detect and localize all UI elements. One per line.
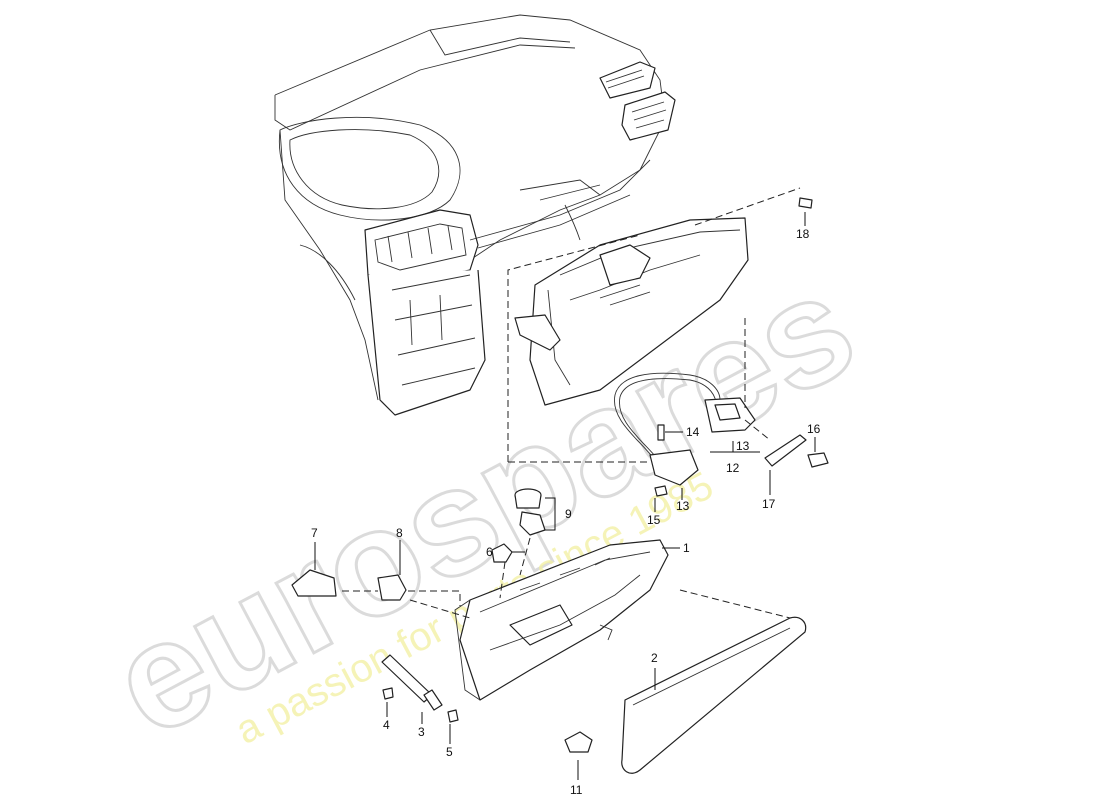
callout-2: 2 [651,651,658,665]
callout-9: 9 [565,507,572,521]
switch-cable [614,372,756,486]
callout-3: 3 [418,725,425,739]
dashboard-assembly [274,14,676,416]
callout-12: 12 [726,461,740,475]
callout-18: 18 [796,227,810,241]
upper-glovebox-housing [514,217,749,406]
callout-7: 7 [311,526,318,540]
leader-lines [314,212,816,780]
callout-13-cable: 13 [676,499,690,513]
glovebox-lid [621,616,807,774]
callout-16: 16 [807,422,821,436]
callout-6: 6 [486,545,493,559]
callout-15: 15 [647,513,661,527]
callout-1: 1 [683,541,690,555]
callout-11: 11 [570,783,583,797]
callout-13-switch: 13 [736,439,750,453]
glovebox-body [454,539,669,701]
callout-14: 14 [686,425,700,439]
callout-17: 17 [762,497,776,511]
callout-labels: 1 2 3 4 5 6 7 8 9 11 12 13 13 14 15 16 1… [311,227,821,797]
callout-5: 5 [446,745,453,759]
callout-4: 4 [383,718,390,732]
small-parts [291,197,829,753]
assembly-lines [342,187,801,619]
callout-8: 8 [396,526,403,540]
